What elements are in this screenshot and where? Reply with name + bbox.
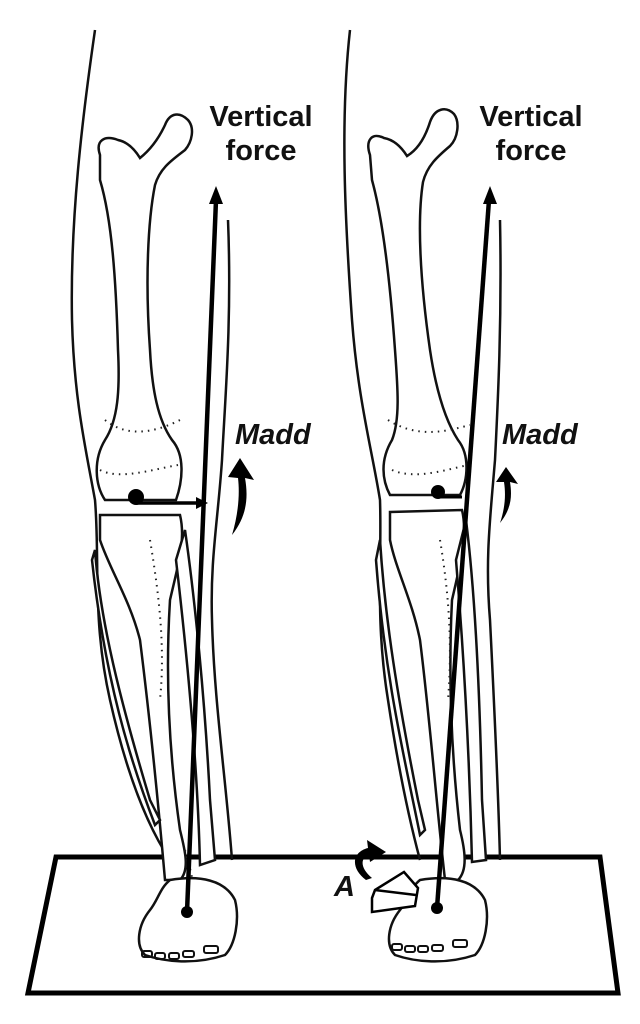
right-force-origin-dot-icon bbox=[431, 902, 443, 914]
wedge-rotation-arrow-icon[interactable] bbox=[354, 840, 386, 880]
left-foot bbox=[137, 876, 239, 963]
left-moment-arm-arrow-icon bbox=[196, 497, 208, 509]
right-force-label-line1: Vertical bbox=[479, 101, 583, 133]
left-vertical-force-arrow-icon bbox=[209, 186, 223, 204]
left-force-label: Vertical force bbox=[196, 100, 326, 168]
left-tibia bbox=[98, 513, 187, 882]
right-curved-moment-arrow-icon bbox=[496, 467, 518, 523]
left-force-label-line2: force bbox=[225, 135, 297, 167]
left-vertical-force-line bbox=[184, 199, 219, 913]
right-limb bbox=[343, 29, 518, 963]
right-vertical-force-line bbox=[434, 199, 492, 909]
left-force-label-line1: Vertical bbox=[209, 101, 313, 133]
right-madd-label: Madd bbox=[502, 419, 578, 451]
floor-platform bbox=[24, 854, 621, 996]
right-force-label: Vertical force bbox=[466, 100, 596, 168]
left-curved-moment-arrow-icon bbox=[228, 458, 254, 535]
right-force-label-line2: force bbox=[495, 135, 567, 167]
left-madd-label: Madd bbox=[235, 419, 311, 451]
right-vertical-force-arrow-icon bbox=[483, 186, 497, 204]
wedge-label: A bbox=[334, 871, 355, 903]
right-femur bbox=[367, 108, 468, 497]
left-femur bbox=[95, 113, 194, 502]
left-knee-center-icon bbox=[128, 489, 144, 505]
left-force-origin-dot-icon bbox=[181, 906, 193, 918]
left-limb bbox=[70, 29, 254, 963]
